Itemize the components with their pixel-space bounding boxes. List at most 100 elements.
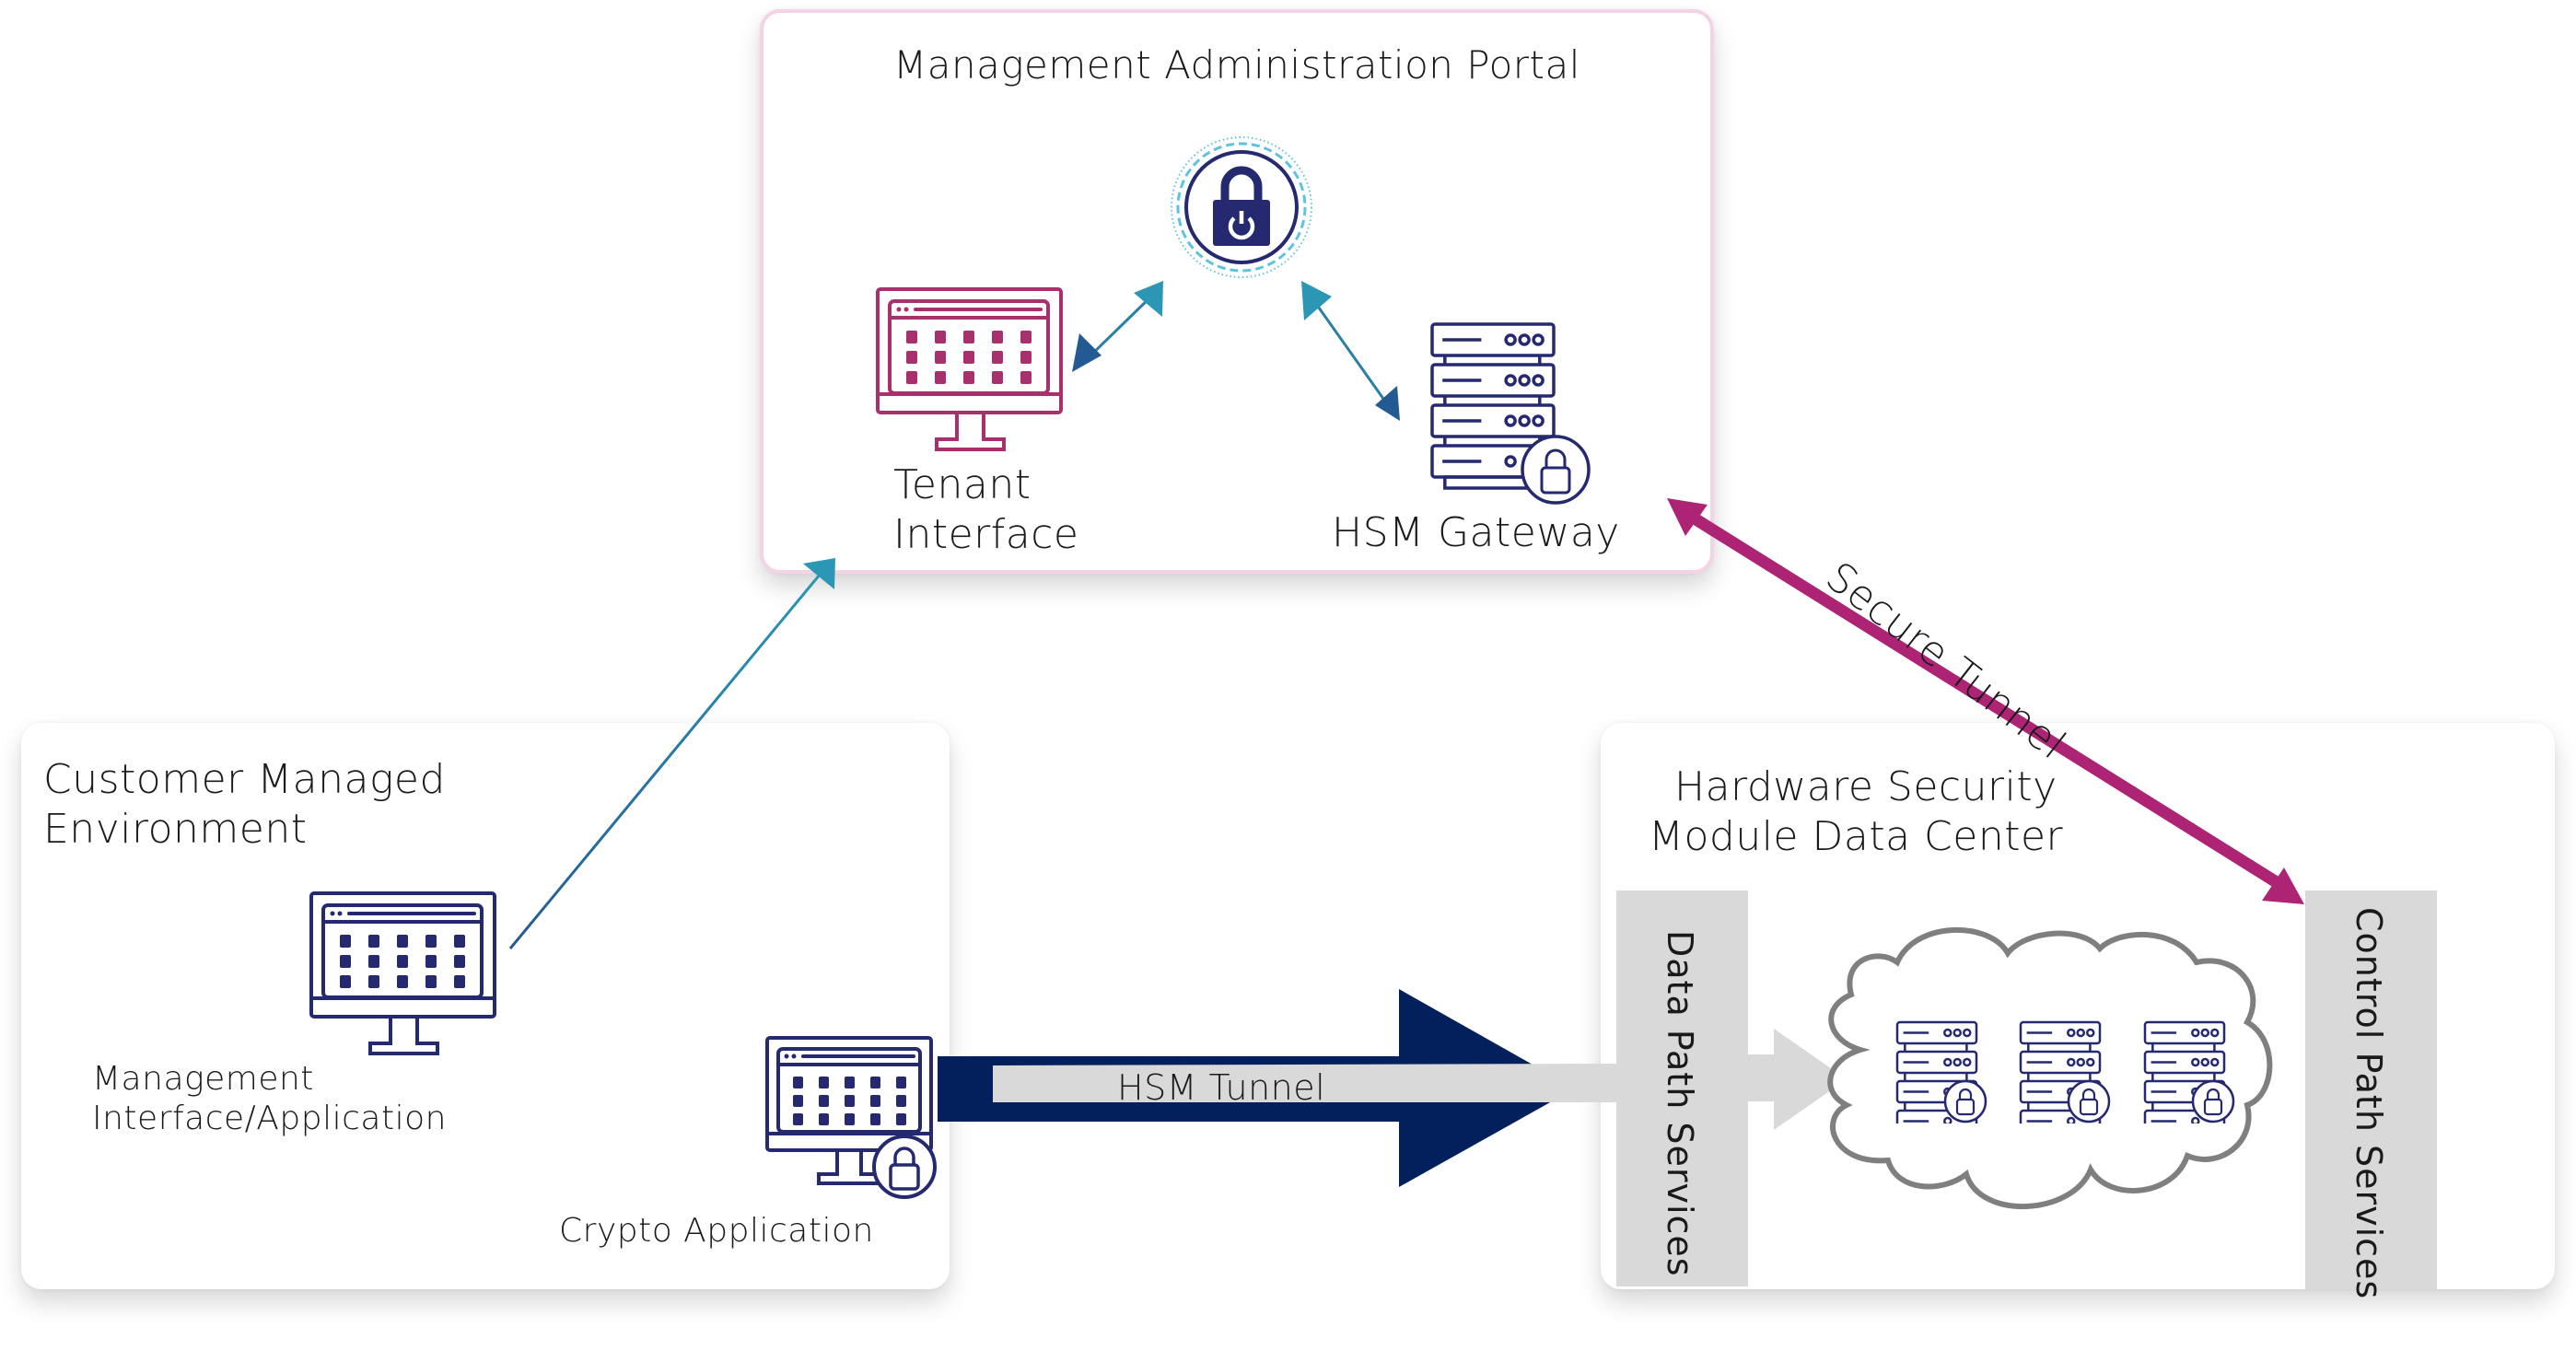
grid-cell	[1020, 331, 1032, 343]
grid-cell	[963, 331, 974, 343]
tenant-monitor-icon	[876, 287, 1063, 451]
hsm-tunnel-arrow	[938, 989, 1847, 1187]
grid-cell	[906, 331, 917, 343]
server-unit	[2019, 1050, 2102, 1075]
grid-cell	[896, 1077, 906, 1088]
grid-cell	[935, 371, 946, 384]
lock-power-icon	[1171, 136, 1312, 278]
server-unit	[1430, 363, 1556, 398]
grid-cell	[935, 331, 946, 343]
arrowhead	[1134, 281, 1163, 317]
monitor-grid	[906, 331, 1032, 384]
mgmt-interface-label-line1: Management	[92, 1060, 314, 1098]
grid-cell	[368, 975, 379, 988]
grid-cell	[992, 351, 1003, 364]
grid-cell	[819, 1113, 829, 1125]
lock-badge-icon	[2191, 1079, 2235, 1123]
hsm-server-icon-3	[2143, 1020, 2235, 1123]
grid-cell	[870, 1095, 880, 1107]
lock-badge-icon	[1943, 1079, 1987, 1123]
hsm-gateway-label: HSM Gateway	[1332, 509, 1620, 556]
server-unit	[1430, 322, 1556, 357]
server-unit	[1895, 1109, 1978, 1123]
grid-cell	[992, 331, 1003, 343]
grid-cell	[906, 371, 917, 384]
grid-cell	[454, 975, 465, 988]
tenant-interface-label-line2: Interface	[893, 511, 1079, 558]
control-path-services-label: Control Path Services	[2349, 907, 2389, 1300]
data-path-arrow	[1748, 1029, 1847, 1130]
grid-cell	[793, 1113, 803, 1125]
data-path-services-bar	[1616, 891, 1748, 1286]
server-unit	[2019, 1109, 2102, 1123]
server-unit	[2143, 1050, 2226, 1075]
grid-cell	[397, 955, 408, 968]
secure-tunnel-arrow	[1667, 498, 2304, 904]
arrowhead	[1667, 498, 1708, 536]
lock-badge-icon	[872, 1135, 937, 1199]
server-unit	[2019, 1020, 2102, 1045]
crypto-application-label: Crypto Application	[559, 1212, 874, 1250]
arrowhead	[803, 558, 835, 589]
data-path-services-label: Data Path Services	[1660, 930, 1700, 1277]
lock-gateway-arrow	[1301, 281, 1400, 421]
grid-cell	[870, 1113, 880, 1125]
grid-cell	[368, 955, 379, 968]
grid-cell	[906, 351, 917, 364]
cloud-icon	[1827, 927, 2273, 1210]
crypto-monitor-icon	[765, 1036, 937, 1199]
grid-cell	[397, 935, 408, 948]
monitor-grid	[340, 935, 465, 988]
grid-cell	[454, 935, 465, 948]
portal-title: Management Administration Portal	[893, 42, 1580, 87]
grid-cell	[845, 1113, 855, 1125]
hsm-server-icon-1	[1895, 1020, 1987, 1123]
mgmt-interface-label-line2: Interface/Application	[92, 1100, 447, 1137]
tenant-lock-arrow	[1072, 281, 1163, 372]
customer-managed-environment-panel	[21, 723, 950, 1289]
arrowhead	[2262, 867, 2304, 904]
customer-title-line1: Customer Managed	[43, 756, 446, 803]
lock-badge-icon	[2067, 1079, 2111, 1123]
grid-cell	[935, 351, 946, 364]
grid-cell	[793, 1095, 803, 1107]
grid-cell	[425, 975, 437, 988]
grid-cell	[368, 935, 379, 948]
grid-cell	[870, 1077, 880, 1088]
server-unit	[1895, 1050, 1978, 1075]
arrowhead	[1072, 333, 1102, 372]
grid-cell	[896, 1095, 906, 1107]
arrowhead	[1375, 386, 1400, 421]
server-unit	[1895, 1020, 1978, 1045]
grid-cell	[845, 1095, 855, 1107]
grid-cell	[454, 955, 465, 968]
grid-cell	[340, 955, 351, 968]
server-unit	[1430, 403, 1556, 438]
grid-cell	[340, 975, 351, 988]
grid-cell	[425, 955, 437, 968]
server-unit	[2143, 1109, 2226, 1123]
grid-cell	[963, 351, 974, 364]
hsm-gateway-server-icon	[1430, 322, 1591, 505]
tenant-interface-label-line1: Tenant	[893, 461, 1032, 508]
datacenter-title-line2: Module Data Center	[1649, 813, 2064, 860]
management-monitor-icon	[309, 891, 496, 1055]
grid-cell	[963, 371, 974, 384]
hsm-tunnel-label: HSM Tunnel	[1117, 1067, 1326, 1108]
lock-badge-icon	[1521, 435, 1591, 505]
server-unit	[2143, 1020, 2226, 1045]
mgmt-to-portal-arrow	[508, 558, 835, 949]
grid-cell	[425, 935, 437, 948]
monitor-grid	[793, 1077, 906, 1125]
hsm-server-icon-2	[2019, 1020, 2111, 1123]
arrowhead	[1301, 281, 1332, 320]
grid-cell	[992, 371, 1003, 384]
grid-cell	[397, 975, 408, 988]
customer-title-line2: Environment	[43, 806, 308, 853]
grid-cell	[819, 1095, 829, 1107]
grid-cell	[819, 1077, 829, 1088]
control-path-services-bar	[2305, 891, 2437, 1289]
grid-cell	[793, 1077, 803, 1088]
grid-cell	[1020, 351, 1032, 364]
